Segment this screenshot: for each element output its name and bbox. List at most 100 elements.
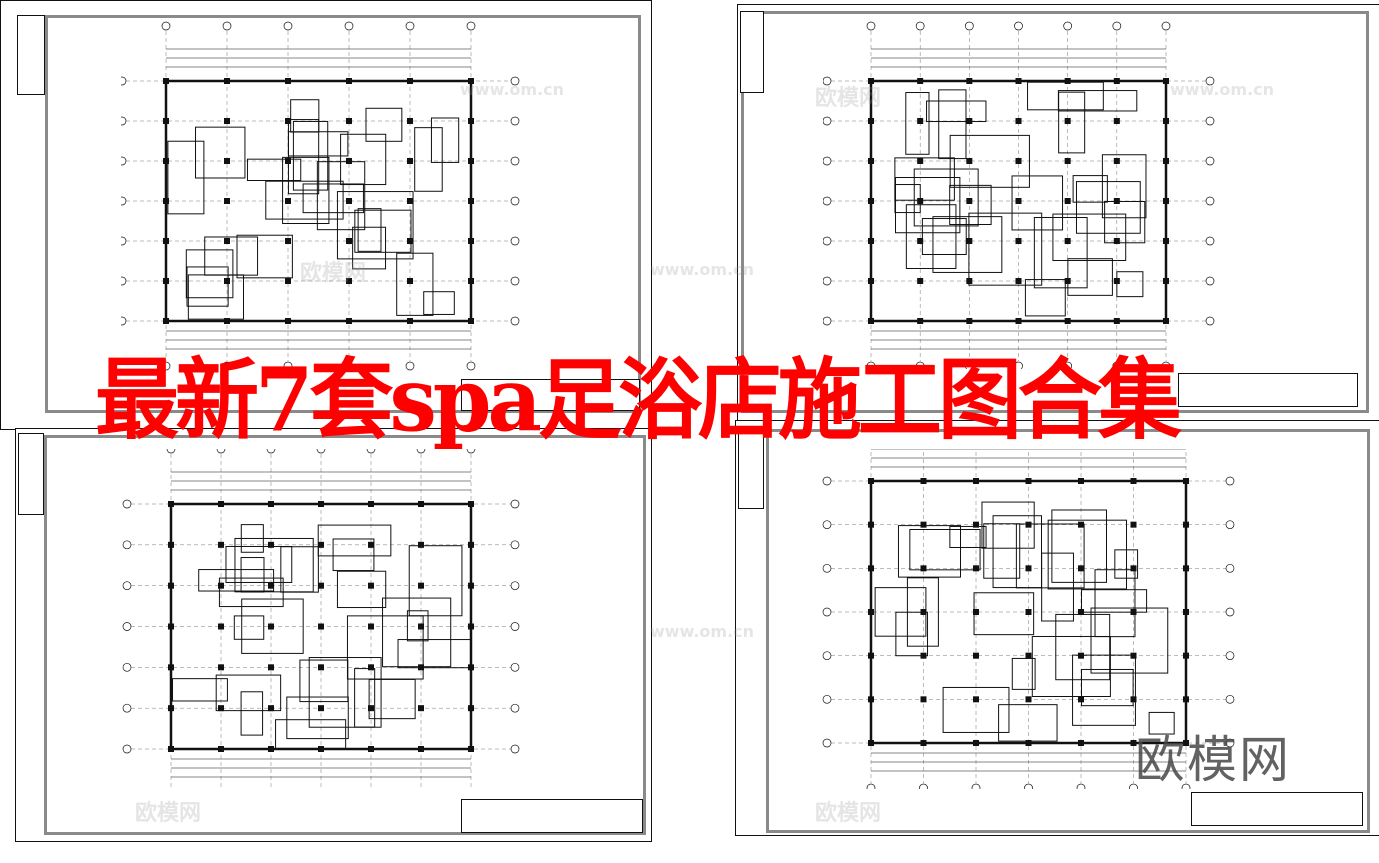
column xyxy=(218,623,224,630)
title-block xyxy=(461,799,643,833)
watermark-brand: 欧模网 xyxy=(300,261,367,286)
drawing-sheet-bottom-left xyxy=(15,428,652,842)
room-partition xyxy=(1011,175,1064,231)
room-partition xyxy=(236,234,293,279)
room-partition xyxy=(913,168,979,227)
room-partition xyxy=(968,212,1043,286)
room-partition xyxy=(430,117,460,163)
room-partition xyxy=(1047,519,1128,590)
column xyxy=(418,501,424,507)
headline-title: 最新7套spa足浴店施工图合集 xyxy=(95,347,1182,452)
column xyxy=(168,705,174,712)
room-partition xyxy=(894,184,921,214)
axis-bubble xyxy=(510,276,520,286)
column xyxy=(973,652,979,659)
axis-bubble xyxy=(405,361,415,371)
column xyxy=(917,118,924,124)
room-partition xyxy=(1075,181,1141,234)
room-partition xyxy=(198,569,275,592)
axis-bubble xyxy=(866,21,876,31)
column xyxy=(285,318,291,324)
column xyxy=(346,278,352,284)
room-partition xyxy=(909,528,981,571)
room-partition xyxy=(981,501,1035,549)
column xyxy=(407,318,413,324)
axis-bubble xyxy=(1225,651,1235,661)
axis-bubble xyxy=(510,76,520,86)
column xyxy=(1163,318,1169,324)
column xyxy=(1163,158,1169,164)
column xyxy=(1163,278,1169,284)
floor-plan xyxy=(122,449,520,789)
column xyxy=(224,158,230,164)
sheet-stamp xyxy=(18,433,44,515)
room-partition xyxy=(932,216,1003,273)
column xyxy=(868,609,874,615)
column xyxy=(1015,158,1022,164)
column xyxy=(1015,198,1022,204)
column xyxy=(920,565,927,572)
column xyxy=(268,541,274,548)
column xyxy=(917,78,924,84)
axis-bubble xyxy=(1112,361,1122,369)
column xyxy=(318,705,324,712)
column xyxy=(218,664,224,671)
axis-bubble xyxy=(510,236,520,246)
column xyxy=(1130,652,1137,659)
watermark-brand: 欧模网 xyxy=(815,801,882,826)
axis-bubble xyxy=(1014,21,1023,31)
sheet-stamp xyxy=(738,427,764,509)
column xyxy=(1163,78,1169,84)
column xyxy=(368,664,374,671)
room-partition xyxy=(302,183,364,214)
column xyxy=(1163,118,1169,124)
axis-bubble xyxy=(121,236,127,246)
column xyxy=(1130,609,1137,615)
room-partition xyxy=(921,218,967,256)
room-partition xyxy=(423,291,455,315)
column xyxy=(1064,158,1071,164)
title-block xyxy=(1178,373,1358,407)
column xyxy=(468,198,474,204)
column xyxy=(224,78,230,84)
column xyxy=(1025,740,1032,746)
room-partition xyxy=(368,678,416,720)
drawing-sheet-top-right xyxy=(737,4,1379,426)
column xyxy=(868,238,874,244)
column xyxy=(1113,78,1120,84)
axis-bubble xyxy=(1205,196,1215,206)
room-partition xyxy=(1104,200,1146,244)
room-partition xyxy=(265,180,344,220)
room-partition xyxy=(949,134,1030,188)
column xyxy=(407,118,413,124)
room-partition xyxy=(218,577,284,608)
room-partition xyxy=(246,158,302,181)
column xyxy=(218,746,224,752)
column xyxy=(1025,696,1032,703)
sheet-stamp xyxy=(17,15,45,95)
axis-bubble xyxy=(915,361,925,369)
column xyxy=(1025,565,1032,572)
room-partition xyxy=(983,523,1021,579)
room-partition xyxy=(365,107,403,142)
column xyxy=(1078,740,1084,746)
room-partition xyxy=(172,678,228,702)
axis-bubble xyxy=(466,21,476,31)
column xyxy=(163,238,169,244)
watermark-url: www.om.cn xyxy=(650,622,755,641)
room-partition xyxy=(1101,154,1147,219)
axis-bubble xyxy=(822,476,832,486)
room-partition xyxy=(1094,569,1136,638)
axis-bubble xyxy=(919,783,928,789)
watermark-logo: 欧模网 xyxy=(1135,731,1291,789)
column xyxy=(920,696,927,703)
column xyxy=(418,541,424,548)
room-partition xyxy=(1057,90,1138,112)
axis-bubble xyxy=(366,449,376,454)
room-partition xyxy=(241,598,304,654)
column xyxy=(318,664,324,671)
column xyxy=(868,478,874,484)
room-partition xyxy=(414,127,443,192)
column xyxy=(1025,478,1032,484)
axis-bubble xyxy=(405,21,415,31)
